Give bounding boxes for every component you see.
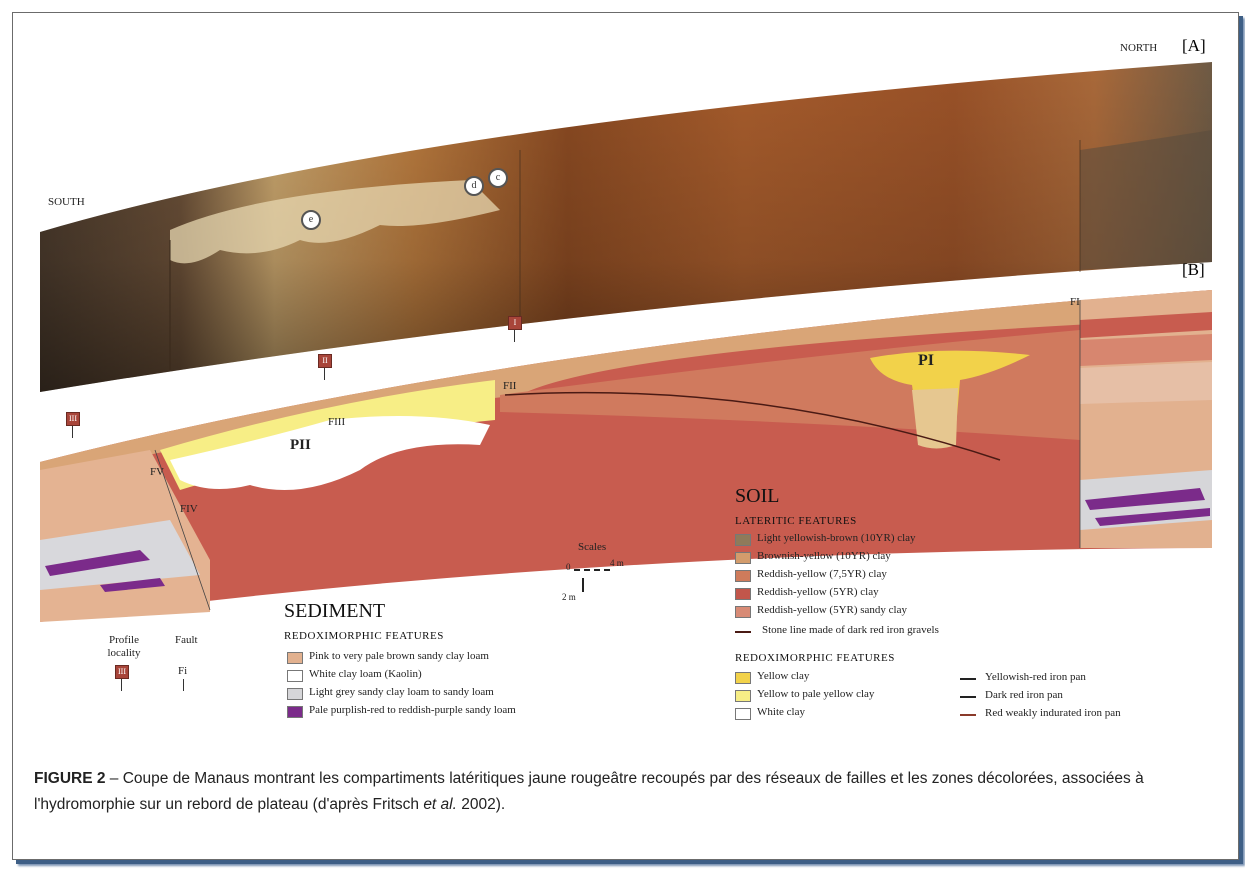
lateritic-item-swatch: [735, 606, 751, 618]
lateritic-item-label: Reddish-yellow (5YR) sandy clay: [757, 604, 907, 616]
iron-pan-swatch: [960, 714, 976, 716]
south-label: SOUTH: [48, 196, 85, 208]
north-label: NORTH: [1120, 42, 1157, 54]
sediment-item-label: White clay loam (Kaolin): [309, 668, 422, 680]
redox-item-label: Yellow to pale yellow clay: [757, 688, 874, 700]
scale-bar-vertical: [582, 578, 584, 592]
lateritic-item-swatch: [735, 570, 751, 582]
profile-arrow-i: [514, 330, 515, 342]
caption-label: FIGURE 2: [34, 770, 105, 787]
iron-pan-label: Red weakly indurated iron pan: [985, 707, 1121, 719]
soil-redox-title: REDOXIMORPHIC FEATURES: [735, 652, 895, 664]
sediment-item-swatch: [287, 652, 303, 664]
scales-title: Scales: [578, 541, 606, 553]
stone-line-label: Stone line made of dark red iron gravels: [762, 624, 939, 636]
fault-fv-label: FV: [150, 466, 164, 478]
fault-fiii-label: FIII: [328, 416, 345, 428]
iron-pan-swatch: [960, 696, 976, 698]
lateritic-item-swatch: [735, 588, 751, 600]
scale-vertical: 2 m: [562, 592, 576, 602]
sediment-subtitle: REDOXIMORPHIC FEATURES: [284, 630, 444, 642]
sediment-item-label: Pale purplish-red to reddish-purple sand…: [309, 704, 516, 716]
scale-bar-horizontal: [574, 569, 610, 571]
pii-label: PII: [290, 437, 311, 454]
lateritic-item-label: Reddish-yellow (7,5YR) clay: [757, 568, 887, 580]
scale-zero: 0: [566, 562, 571, 572]
profile-arrow-ii: [324, 368, 325, 380]
iron-pan-swatch: [960, 678, 976, 680]
caption-end: 2002).: [457, 796, 505, 813]
profile-locality-label: Profile locality: [102, 634, 146, 660]
fault-fiv-label: FIV: [180, 503, 198, 515]
redox-item-swatch: [735, 708, 751, 720]
profile-arrow-iii: [72, 426, 73, 438]
scale-horizontal: 4 m: [610, 558, 624, 568]
stone-line-swatch: [735, 631, 751, 633]
lateritic-item-label: Reddish-yellow (5YR) clay: [757, 586, 879, 598]
sediment-item-swatch: [287, 670, 303, 682]
sediment-item-swatch: [287, 706, 303, 718]
sediment-item-swatch: [287, 688, 303, 700]
iron-pan-label: Yellowish-red iron pan: [985, 671, 1086, 683]
redox-item-swatch: [735, 690, 751, 702]
lateritic-item-label: Brownish-yellow (10YR) clay: [757, 550, 891, 562]
circle-marker-c: c: [488, 168, 508, 188]
figure-caption: FIGURE 2 – Coupe de Manaus montrant les …: [34, 766, 1219, 818]
lateritic-item-label: Light yellowish-brown (10YR) clay: [757, 532, 916, 544]
fault-fii-label: FII: [503, 380, 516, 392]
profile-legend-arrow: [121, 679, 122, 691]
panel-a-tag: [A]: [1182, 36, 1206, 56]
iron-pan-label: Dark red iron pan: [985, 689, 1063, 701]
redox-item-label: Yellow clay: [757, 670, 809, 682]
fault-label: Fault: [175, 634, 198, 646]
profile-marker-i: I: [508, 316, 522, 330]
lateritic-item-swatch: [735, 534, 751, 546]
pi-label: PI: [918, 352, 934, 370]
redox-item-label: White clay: [757, 706, 805, 718]
sediment-item-label: Pink to very pale brown sandy clay loam: [309, 650, 489, 662]
sediment-title: SEDIMENT: [284, 600, 385, 623]
profile-marker-iii: III: [66, 412, 80, 426]
lateritic-title: LATERITIC FEATURES: [735, 515, 857, 527]
fault-symbol: Fi: [178, 665, 187, 677]
circle-marker-e-left: e: [301, 210, 321, 230]
circle-marker-d: d: [464, 176, 484, 196]
redox-item-swatch: [735, 672, 751, 684]
panel-b-tag: [B]: [1182, 260, 1205, 280]
profile-legend-marker: III: [115, 665, 129, 679]
lateritic-item-swatch: [735, 552, 751, 564]
sediment-item-label: Light grey sandy clay loam to sandy loam: [309, 686, 494, 698]
caption-text: – Coupe de Manaus montrant les compartim…: [34, 770, 1144, 813]
fault-legend-arrow: [183, 679, 184, 691]
caption-etal: et al.: [423, 796, 457, 813]
profile-marker-ii: II: [318, 354, 332, 368]
fault-fi-label: FI: [1070, 296, 1080, 308]
soil-title: SOIL: [735, 485, 779, 508]
